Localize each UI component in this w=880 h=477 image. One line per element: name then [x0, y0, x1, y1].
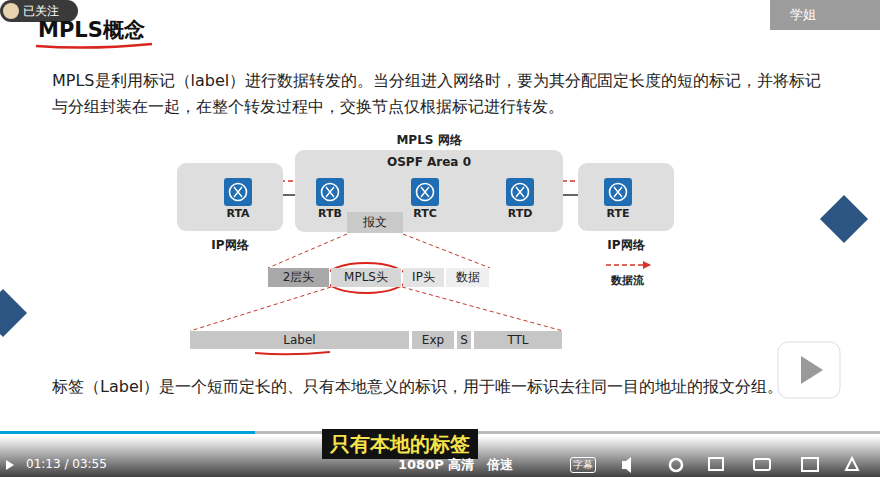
router-name: RTE — [596, 207, 640, 220]
router-node: RTC — [409, 178, 441, 222]
blue-diamond — [820, 195, 868, 243]
field-name: S — [460, 333, 468, 347]
header-field: MPLS头 — [331, 268, 402, 287]
quality-button: 1080P 高清 — [398, 456, 474, 474]
network-region: IP网络RTE — [578, 163, 674, 231]
widescreen-icon — [754, 459, 770, 470]
field-name: TTL — [507, 333, 528, 347]
network-region: IP网络RTA — [177, 163, 283, 231]
play-overlay-icon — [801, 356, 823, 384]
field-name: 2层头 — [283, 269, 315, 286]
red-annotation — [325, 263, 407, 293]
router-name: RTA — [216, 207, 260, 220]
field-name: IP头 — [412, 269, 435, 286]
follow-status: 已关注 — [23, 3, 59, 19]
router-name: RTB — [308, 207, 352, 220]
header-field: Exp — [412, 331, 455, 349]
region-heading: IP网络 — [157, 237, 303, 254]
zoom-line — [402, 287, 563, 331]
blue-diamond — [0, 289, 27, 337]
field-name: MPLS头 — [344, 269, 388, 286]
router-node: RTE — [602, 178, 634, 222]
fullscreen-icon — [802, 458, 818, 471]
video-subtitle: 只有本地的标签 — [322, 429, 478, 459]
watermark-ground — [770, 0, 880, 30]
field-name: Exp — [422, 333, 444, 347]
zoom-line — [403, 234, 490, 268]
region-subtitle: OSPF Area 0 — [275, 155, 583, 169]
avatar — [3, 3, 19, 19]
slide-paragraph: 标签（Label）是一个短而定长的、只有本地意义的标识，用于唯一标识去往同一目的… — [52, 374, 842, 400]
packet-tag: 报文 — [347, 212, 403, 233]
header-field: Label — [190, 331, 410, 349]
router-node: RTA — [222, 178, 254, 222]
play-icon — [6, 460, 14, 470]
legend-text: 数据流 — [611, 273, 644, 288]
header-field: 2层头 — [268, 268, 330, 287]
extra-icon — [846, 458, 858, 470]
header-field: IP头 — [403, 268, 445, 287]
region-heading: IP网络 — [558, 237, 694, 254]
legend-sample — [604, 260, 652, 270]
red-annotation — [36, 44, 152, 48]
field-name: 数据 — [456, 269, 480, 286]
slide-title: MPLS概念 — [38, 16, 145, 44]
router-node: RTB — [314, 178, 346, 222]
settings-icon — [670, 459, 682, 471]
slide-paragraph: MPLS是利用标记（label）进行数据转发的。当分组进入网络时，要为其分配固定… — [52, 68, 837, 120]
red-annotation — [255, 352, 330, 354]
zoom-line — [190, 287, 331, 331]
speed-button: 倍速 — [487, 456, 513, 474]
pip-icon — [709, 458, 723, 470]
header-field: S — [457, 331, 472, 349]
router-name: RTC — [403, 207, 447, 220]
router-node: RTD — [504, 178, 536, 222]
header-field: 数据 — [446, 268, 490, 287]
network-region: MPLS 网络OSPF Area 0RTBRTCRTD报文 — [295, 150, 563, 232]
watermark: 学姐 — [790, 6, 816, 24]
region-heading: MPLS 网络 — [275, 132, 583, 149]
time-display: 01:13 / 03:55 — [26, 457, 107, 471]
router-name: RTD — [498, 207, 542, 220]
field-name: Label — [283, 333, 315, 347]
subtitle-button: 字幕 — [570, 457, 596, 473]
progress-fill — [0, 431, 255, 434]
volume-icon — [622, 457, 631, 473]
header-field: TTL — [474, 331, 563, 349]
zoom-line — [268, 234, 347, 268]
packet-label: 报文 — [363, 214, 387, 231]
play-overlay — [778, 342, 840, 398]
